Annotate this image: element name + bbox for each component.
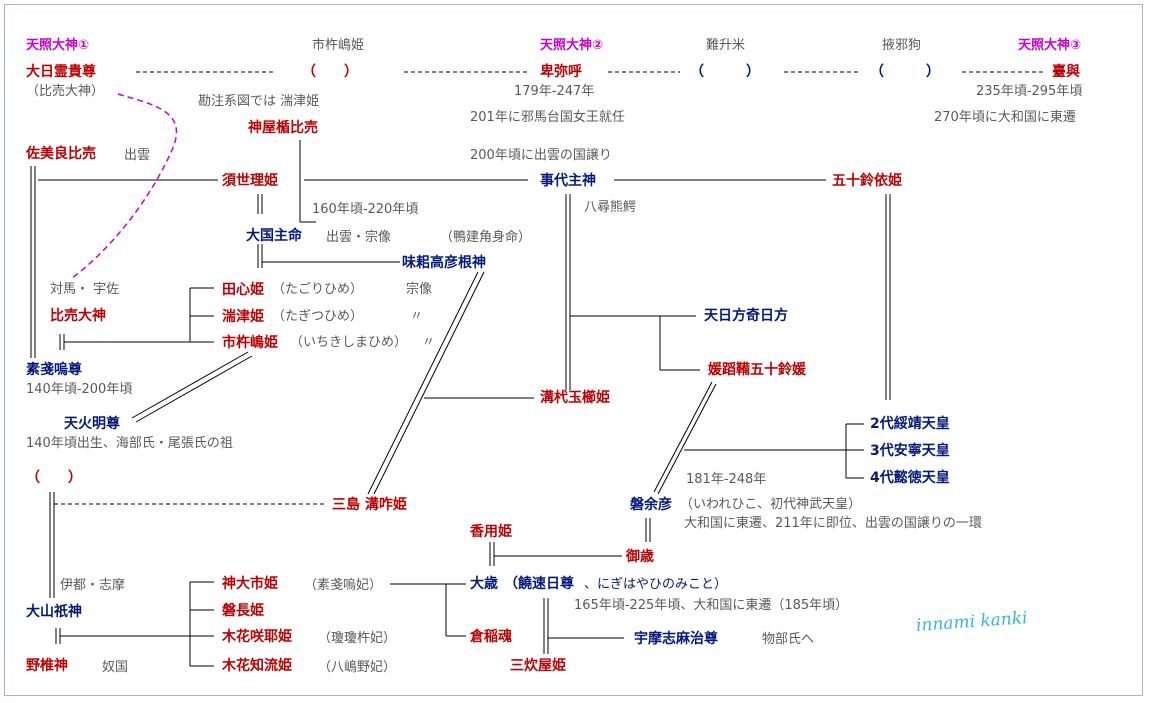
blank-parent-2: （ ）: [690, 64, 760, 80]
note-konohanasakuya: （瓊瓊杵妃）: [318, 631, 397, 646]
label-yahako: 掖邪狗: [882, 38, 922, 53]
note-konohanachiru: （八嶋野妃）: [318, 660, 397, 675]
note-toyo: 270年頃に大和国に東遷: [934, 110, 1076, 125]
d-ajisuki-mishima-b: [373, 271, 485, 495]
name-okuninushi: 大国主命: [246, 228, 302, 244]
name-ajisuki: 味耜高彦根神: [402, 255, 486, 271]
years-jimmu: 181年-248年: [686, 472, 767, 487]
alias-kotoshiro: 八尋熊鰐: [584, 200, 637, 215]
alias-otoshi: （饒速日尊: [504, 576, 574, 592]
name-iwanagahime: 磐長姫: [222, 603, 264, 619]
name-amanohikata: 天日方奇日方: [704, 308, 788, 324]
kana-jimmu: （いわれひこ、初代神武天皇）: [680, 497, 862, 512]
name-mizokui-tamakushi: 溝杙玉櫛姫: [540, 390, 610, 406]
name-himetatara: 媛蹈鞴五十鈴媛: [708, 362, 806, 378]
name-isuzuyori: 五十鈴依姫: [832, 173, 902, 189]
name-tagitsuhime: 湍津姫: [222, 309, 264, 325]
place-ito-shima: 伊都・志摩: [60, 578, 126, 593]
name-kamuyatate: 神屋楯比売: [248, 120, 318, 136]
diagram-frame: [4, 4, 1143, 696]
solid-lines: [30, 71, 1044, 667]
place-munakata: 宗像: [406, 282, 433, 297]
name-ichikishima: 市杵嶋姫: [222, 335, 278, 351]
kana-ichikishima: （いちきしまひめ）: [290, 335, 408, 350]
years-toyo: 235年頃-295年頃: [976, 84, 1083, 99]
note-jimmu: 大和国に東遷、211年に即位、出雲の国譲りの一環: [684, 516, 982, 531]
name-amenohoakari: 天火明尊: [64, 416, 120, 432]
name-annei: 3代安寧天皇: [870, 443, 950, 459]
name-nozuchi: 野椎神: [26, 658, 68, 674]
note-kamuoichihime: （素戔嗚妃）: [304, 578, 383, 593]
dash-ohirume-himeokami: [71, 93, 178, 279]
place-samirahime: 出雲: [124, 148, 151, 163]
kana-otoshi: 、にぎはやひのみこと）: [584, 577, 728, 592]
ditto-2: 〃: [422, 335, 436, 350]
blank-parent-1: （ ）: [302, 64, 358, 80]
name-tagorihime: 田心姫: [222, 282, 264, 298]
ditto-1: 〃: [410, 309, 424, 324]
kana-tagitsuhime: （たぎつひめ）: [272, 309, 364, 324]
name-toyo: 臺與: [1052, 64, 1080, 80]
name-mikashikiya: 三炊屋姫: [510, 658, 566, 674]
name-konohanachiru: 木花知流姫: [222, 658, 292, 674]
blank-parent-4: （ ）: [26, 470, 82, 486]
place-tsushima-usa: 対馬・ 宇佐: [50, 282, 120, 297]
note-himiko-1: 201年に邪馬台国女王就任: [470, 110, 625, 125]
name-suserihime: 須世理姫: [222, 173, 278, 189]
name-himiko: 卑弥呼: [540, 64, 582, 80]
name-kayohime: 香用姫: [470, 524, 512, 540]
d-ajisuki-mishima-a: [367, 271, 479, 495]
place-nakoku: 奴国: [102, 660, 129, 675]
note-kanjo: 勘注系図では 湍津姫: [198, 94, 320, 109]
alias-ohirume: （比売大神）: [26, 84, 105, 99]
name-mishima: 三島 溝咋姫: [332, 497, 407, 513]
alias-ajisuki: （鴨建角身命）: [440, 230, 532, 245]
years-himiko: 179年-247年: [514, 84, 595, 99]
name-otoshi: 大歳: [470, 576, 498, 592]
name-jimmu: 磐余彦: [630, 497, 672, 513]
name-suizei: 2代綏靖天皇: [870, 416, 950, 432]
d-ichi-hoakari-a: [131, 351, 249, 419]
d-himetatara-jimmu-a: [653, 381, 713, 493]
years-otoshi: 165年頃-225年頃、大和国に東遷（185年頃）: [574, 598, 849, 613]
sun-goddess-2: 天照大神②: [540, 38, 604, 53]
d-ichi-hoakari-b: [135, 355, 253, 423]
name-oyamatsumi: 大山祇神: [26, 604, 82, 620]
name-ohirume: 大日霊貴尊: [26, 64, 96, 80]
name-himeokami: 比売大神: [50, 308, 106, 324]
place-okuninushi: 出雲・宗像: [326, 230, 392, 245]
years-susanoo: 140年頃-200年頃: [26, 382, 133, 397]
sun-goddess-1: 天照大神①: [26, 38, 90, 53]
name-kotoshiro: 事代主神: [540, 173, 596, 189]
sun-goddess-3: 天照大神③: [1018, 38, 1082, 53]
name-konohanasakuya: 木花咲耶姫: [222, 629, 292, 645]
name-kamuoichihime: 神大市姫: [222, 576, 278, 592]
blank-parent-3: （ ）: [870, 64, 940, 80]
d-himetatara-jimmu-b: [657, 383, 717, 495]
name-itoku: 4代懿徳天皇: [870, 470, 950, 486]
name-susanoo: 素戔嗚尊: [26, 362, 82, 378]
note-umashimaji: 物部氏へ: [762, 632, 815, 647]
label-nashome: 難升米: [706, 38, 746, 53]
years-okuninushi: 160年頃-220年頃: [312, 202, 419, 217]
name-umashimaji: 宇摩志麻治尊: [634, 631, 718, 647]
label-ichikishima-top: 市杵嶋姫: [312, 38, 365, 53]
note-amenohoakari: 140年頃出生、海部氏・尾張氏の祖: [26, 436, 233, 451]
name-uginomitama: 倉稲魂: [470, 629, 512, 645]
name-mitoshi: 御歳: [626, 549, 654, 565]
name-samirahime: 佐美良比売: [26, 146, 96, 162]
kana-tagorihime: （たごりひめ）: [272, 282, 364, 297]
note-himiko-2: 200年頃に出雲の国譲り: [470, 148, 612, 163]
